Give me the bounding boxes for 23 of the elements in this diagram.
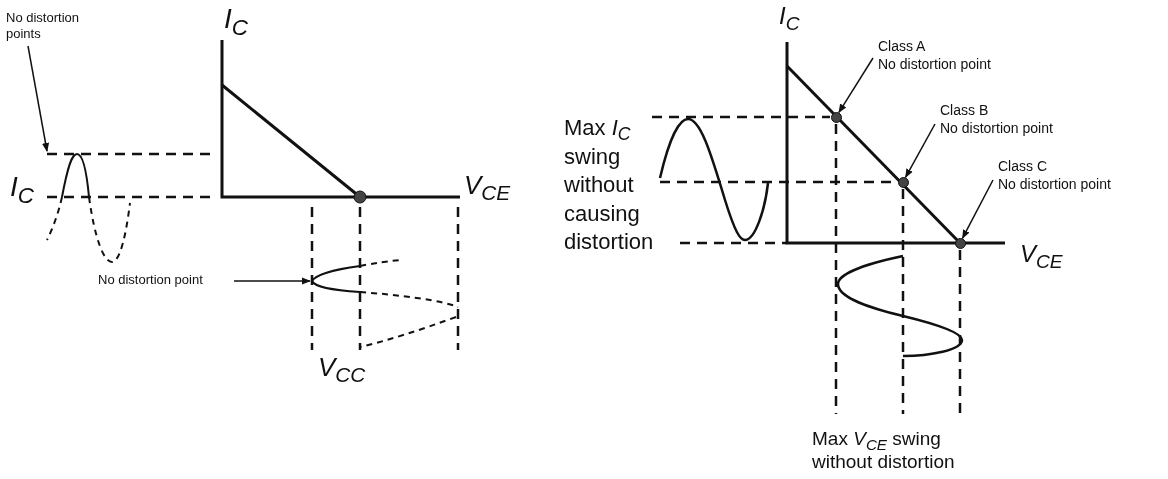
axis-label: I$_{C}$ [10,170,34,204]
operating-point-dot [830,111,842,123]
annotation-text: Class A No distortion point [878,38,1038,73]
annotation-text: Class C No distortion point [998,158,1162,193]
leader-line [904,123,936,178]
axis-label: V$_{CC}$ [318,352,366,384]
leader-line [961,179,994,239]
operating-point-dot [954,237,966,249]
axis-label: V$_{CE}$ [1020,240,1063,269]
voltage-waveform [311,259,459,348]
axis-label: I$_{C}$ [779,2,800,31]
axis-caption: Max I$_{C}$ swing without causing distortion [564,114,655,257]
leader-line [27,45,50,152]
current-waveform [46,153,131,263]
leader-line [233,277,311,285]
leader-line [838,57,874,114]
axis-caption: Max V$_{CE}$ swing without distortion [812,428,956,474]
axis-label: V$_{CE}$ [464,170,511,202]
annotation-text: No distortion points [6,10,90,43]
annotation-text: Class B No distortion point [940,102,1100,137]
annotation-text: No distortion point [98,272,234,289]
operating-point-dot [897,176,909,188]
axis-label: I$_{C}$ [224,2,248,36]
